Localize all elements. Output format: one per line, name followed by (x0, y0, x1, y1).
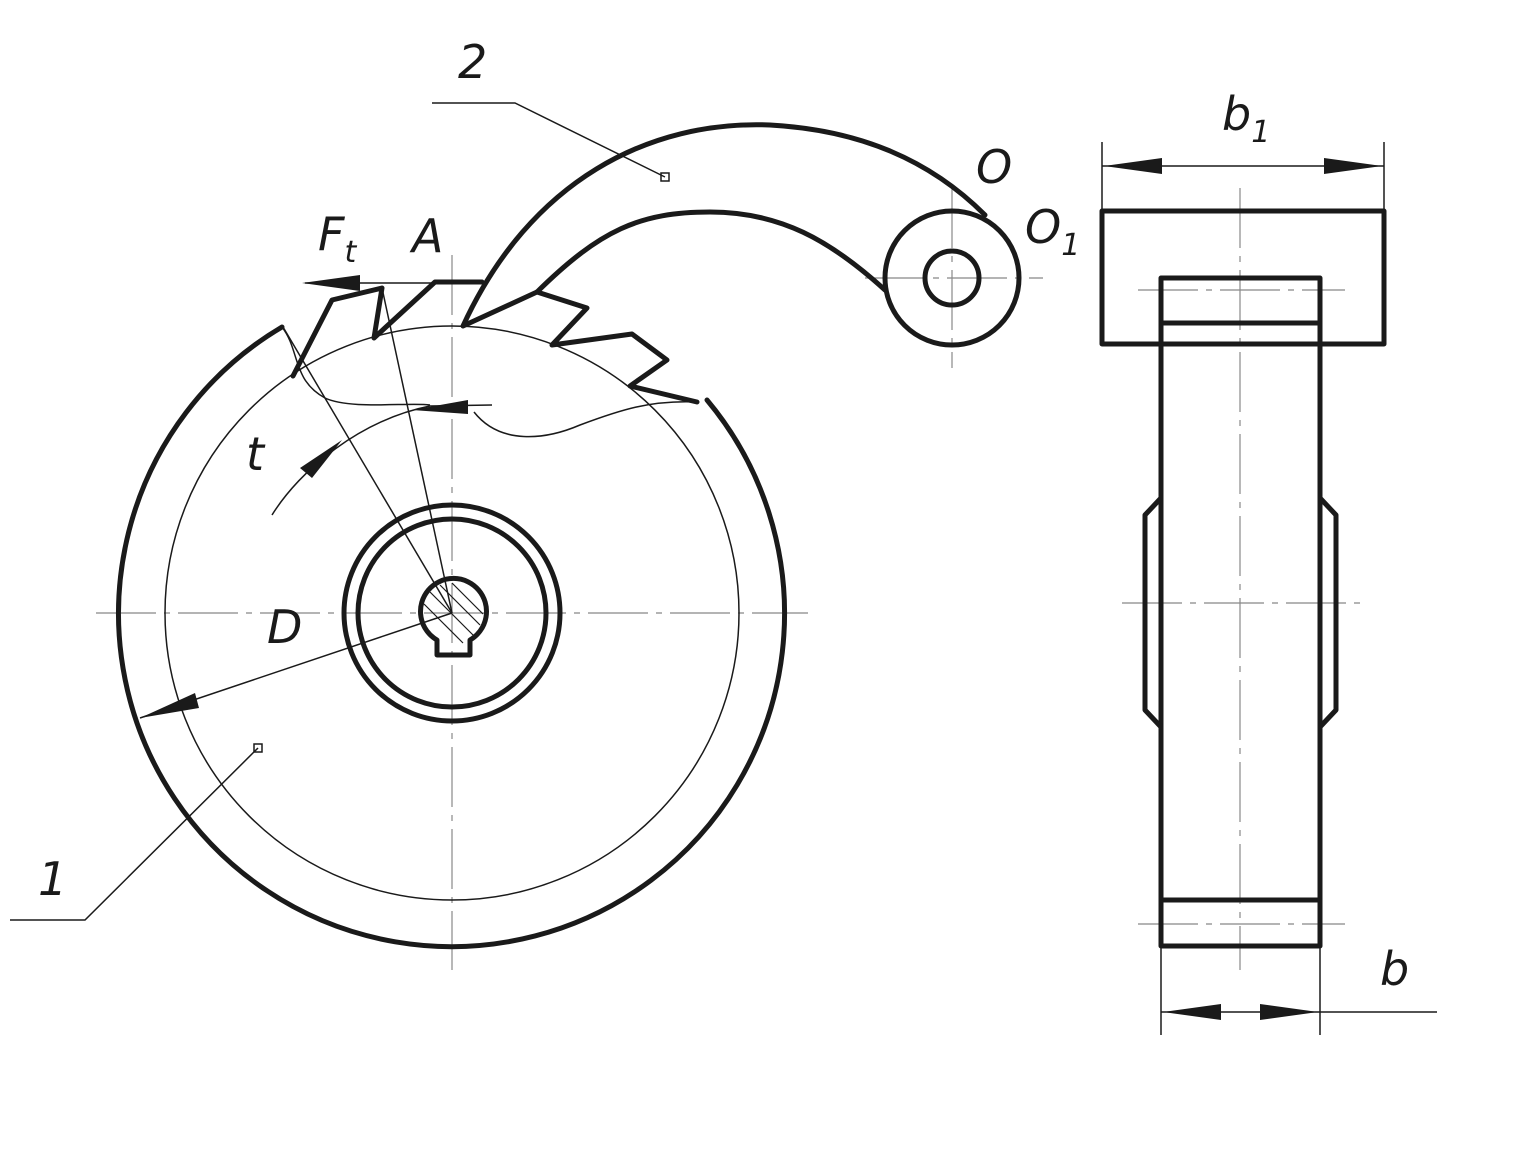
radial-line-to-A (381, 287, 453, 614)
b-arrow-right (1260, 1004, 1318, 1020)
leader-part-1-marker (253, 743, 263, 753)
shaft-bore-keyway (418, 576, 489, 658)
pitch-arrow-left (300, 440, 342, 478)
break-line-left (281, 326, 431, 406)
leader-part-2 (432, 102, 666, 178)
ratchet-teeth-left (290, 279, 485, 379)
label-diameter-d: D (267, 600, 302, 654)
root-circle (164, 325, 740, 901)
ratchet-wheel-outline (116, 324, 788, 950)
label-pivot-o: O (976, 140, 1012, 194)
side-hub-right (1317, 495, 1339, 730)
pitch-arrow-top (412, 400, 468, 414)
b-arrow-left (1163, 1004, 1221, 1020)
leader-part-1 (10, 747, 259, 921)
hub-outer (341, 502, 563, 724)
force-ft-arrowhead (302, 275, 360, 291)
pitch-arc (271, 404, 493, 516)
pawl-pivot-inner (922, 248, 982, 308)
break-line-right (473, 400, 698, 438)
leader-part-2-marker (660, 172, 670, 182)
side-wheel-body (1158, 275, 1323, 949)
label-width-b1: b1 (1222, 87, 1270, 150)
b1-arrow-left (1104, 158, 1162, 174)
radial-line-to-tooth (282, 326, 453, 614)
side-hub-left (1142, 495, 1164, 730)
label-point-a: A (409, 209, 443, 263)
ratchet-teeth-right (534, 289, 700, 405)
front-view: 2 1 Ft A O O1 t D (10, 35, 1080, 970)
diameter-arrowhead (140, 693, 199, 718)
label-part-1: 1 (38, 852, 67, 906)
label-pitch-t: t (246, 427, 266, 481)
pawl-body (460, 122, 988, 329)
label-force-ft: Ft (318, 207, 357, 270)
pawl-pivot-outer (882, 208, 1022, 348)
hub-inner (355, 516, 549, 710)
label-pivot-o1: O1 (1025, 200, 1080, 263)
label-width-b: b (1380, 942, 1409, 996)
side-pawl (1099, 208, 1387, 347)
label-part-2: 2 (458, 35, 487, 89)
b1-arrow-right (1324, 158, 1382, 174)
side-view: b1 b (1099, 87, 1437, 1035)
